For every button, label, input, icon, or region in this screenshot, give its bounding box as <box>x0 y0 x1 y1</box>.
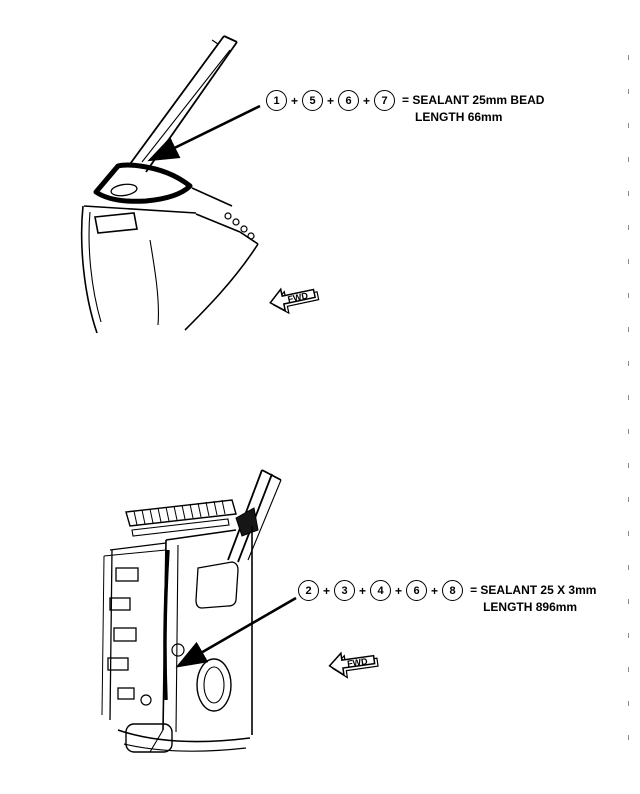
circled-number: 4 <box>370 580 392 601</box>
lower-callout-text: = SEALANT 25 X 3mm LENGTH 896mm <box>470 580 596 616</box>
plus-sign: + <box>323 583 331 598</box>
roof-rail-band <box>125 499 237 537</box>
body-lines <box>80 187 259 334</box>
inner-panel <box>101 542 167 721</box>
circled-number: 7 <box>374 90 396 111</box>
lower-sealant-diagram: FWD <box>101 469 379 753</box>
plus-sign: + <box>359 583 367 598</box>
a-pillar-lines <box>129 35 238 173</box>
upper-callout-numbers: 1 + 5 + 6 + 7 <box>266 90 396 111</box>
circled-number: 2 <box>298 580 319 601</box>
leader-arrow-icon <box>147 104 261 162</box>
fwd-arrow-icon: FWD <box>328 651 379 679</box>
sealant-bead-path <box>163 549 170 701</box>
lower-callout-numbers: 2 + 3 + 4 + 6 + 8 <box>298 580 464 601</box>
circled-number: 5 <box>302 90 324 111</box>
plus-sign: + <box>363 93 371 108</box>
fwd-label: FWD <box>287 290 310 304</box>
spot-weld-scallops <box>224 212 255 240</box>
circled-number: 8 <box>442 580 464 601</box>
sealant-length-line: LENGTH 66mm <box>415 109 503 124</box>
upper-callout: 1 + 5 + 6 + 7 = SEALANT 25mm BEAD LENGTH… <box>266 90 544 126</box>
circled-number: 3 <box>334 580 356 601</box>
plus-sign: + <box>431 583 439 598</box>
upper-sealant-diagram: FWD <box>80 35 320 334</box>
circled-number: 6 <box>338 90 360 111</box>
sealant-spec-line: = SEALANT 25mm BEAD <box>402 93 545 107</box>
circled-number: 1 <box>266 90 287 111</box>
sealant-length-line: LENGTH 896mm <box>483 599 578 614</box>
plus-sign: + <box>395 583 403 598</box>
fwd-label: FWD <box>346 656 368 669</box>
sealant-spec-line: = SEALANT 25 X 3mm <box>470 583 597 597</box>
sealant-bead-area <box>93 162 193 204</box>
sill-lines <box>117 723 251 753</box>
plus-sign: + <box>291 93 299 108</box>
upper-callout-text: = SEALANT 25mm BEAD LENGTH 66mm <box>402 90 544 126</box>
hinge-pillar <box>140 526 253 735</box>
circled-number: 6 <box>406 580 428 601</box>
plus-sign: + <box>327 93 335 108</box>
page-edge-marks <box>628 55 629 750</box>
fwd-arrow-icon: FWD <box>269 287 320 315</box>
lower-callout: 2 + 3 + 4 + 6 + 8 = SEALANT 25 X 3mm LEN… <box>298 580 596 616</box>
leader-arrow-icon <box>175 596 297 668</box>
